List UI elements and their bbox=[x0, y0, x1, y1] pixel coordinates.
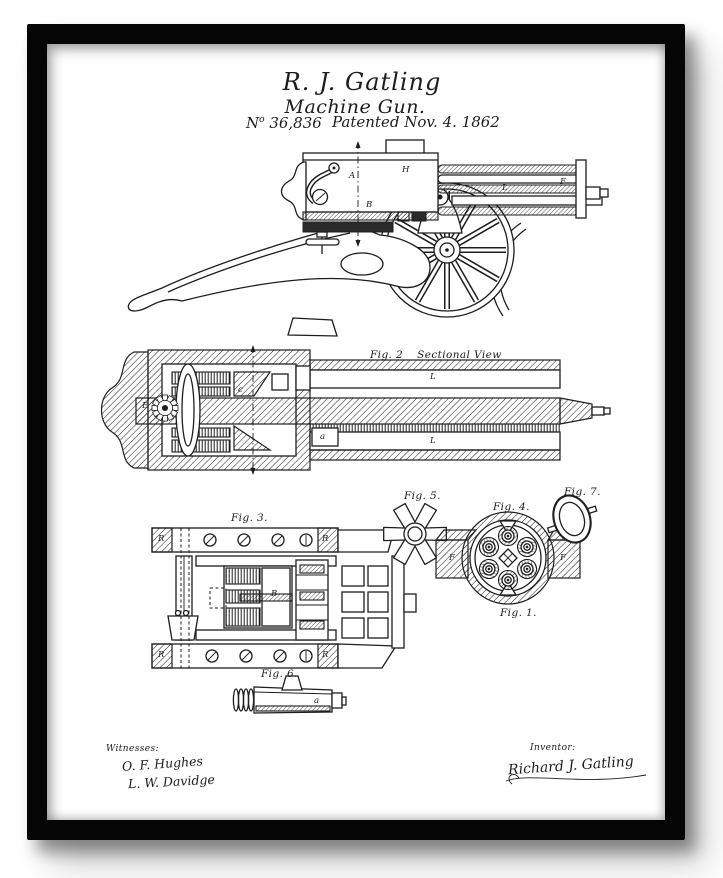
poster-subtitle: Machine Gun. bbox=[284, 96, 426, 118]
fig2-sectional-view bbox=[100, 345, 611, 475]
fig3-caption: Fig. 3. bbox=[231, 512, 268, 524]
part-label: a bbox=[320, 432, 326, 442]
fig4-caption: Fig. 4. bbox=[493, 501, 530, 513]
poster-title: R. J. Gatling bbox=[282, 68, 442, 96]
part-label: R bbox=[158, 534, 165, 544]
part-label: L bbox=[430, 436, 436, 446]
signature-flourish bbox=[505, 774, 647, 785]
part-label: B bbox=[271, 589, 278, 599]
fig7-caption: Fig. 7. bbox=[564, 486, 601, 498]
fig5-caption: Fig. 5. bbox=[404, 490, 441, 502]
part-label: L bbox=[430, 372, 436, 382]
part-label: E bbox=[142, 401, 149, 411]
part-label: R bbox=[158, 650, 165, 660]
fig2-caption: Fig. 2 Sectional View bbox=[370, 349, 502, 361]
fig7-oval-link bbox=[546, 494, 598, 544]
fig4-sub-caption: Fig. 1. bbox=[500, 607, 537, 619]
inventor-heading: Inventor: bbox=[530, 743, 576, 753]
part-label: R bbox=[322, 650, 329, 660]
patent-drawing-canvas bbox=[100, 139, 647, 785]
patent-number-value: 36,836 bbox=[269, 114, 322, 132]
part-label: F bbox=[560, 553, 566, 563]
part-label: L bbox=[502, 183, 508, 193]
fig5-cam-star bbox=[383, 502, 447, 566]
fig2-caption-label: Fig. 2 bbox=[370, 349, 404, 361]
part-label: F bbox=[560, 177, 566, 187]
patent-date: Patented Nov. 4. 1862 bbox=[332, 113, 500, 131]
part-label: a bbox=[314, 696, 320, 706]
fig6-caption: Fig. 6. bbox=[261, 668, 298, 680]
fig3-top-view bbox=[151, 527, 417, 669]
part-label: B bbox=[366, 200, 373, 210]
part-label: H bbox=[402, 165, 410, 175]
fig2-caption-title: Sectional View bbox=[417, 349, 502, 361]
part-label: c bbox=[238, 385, 243, 395]
witnesses-heading: Witnesses: bbox=[106, 744, 159, 754]
fig6-bolt-detail bbox=[232, 675, 347, 714]
fig1-side-elevation bbox=[127, 139, 609, 337]
patent-number-prefix: N bbox=[246, 114, 260, 132]
fig4-front-view bbox=[434, 511, 588, 605]
part-label: F bbox=[449, 553, 455, 563]
patent-number-sup: o bbox=[259, 115, 265, 125]
part-label: R bbox=[322, 534, 329, 544]
patent-number: No 36,836 bbox=[246, 114, 322, 132]
part-label: A bbox=[349, 171, 356, 181]
